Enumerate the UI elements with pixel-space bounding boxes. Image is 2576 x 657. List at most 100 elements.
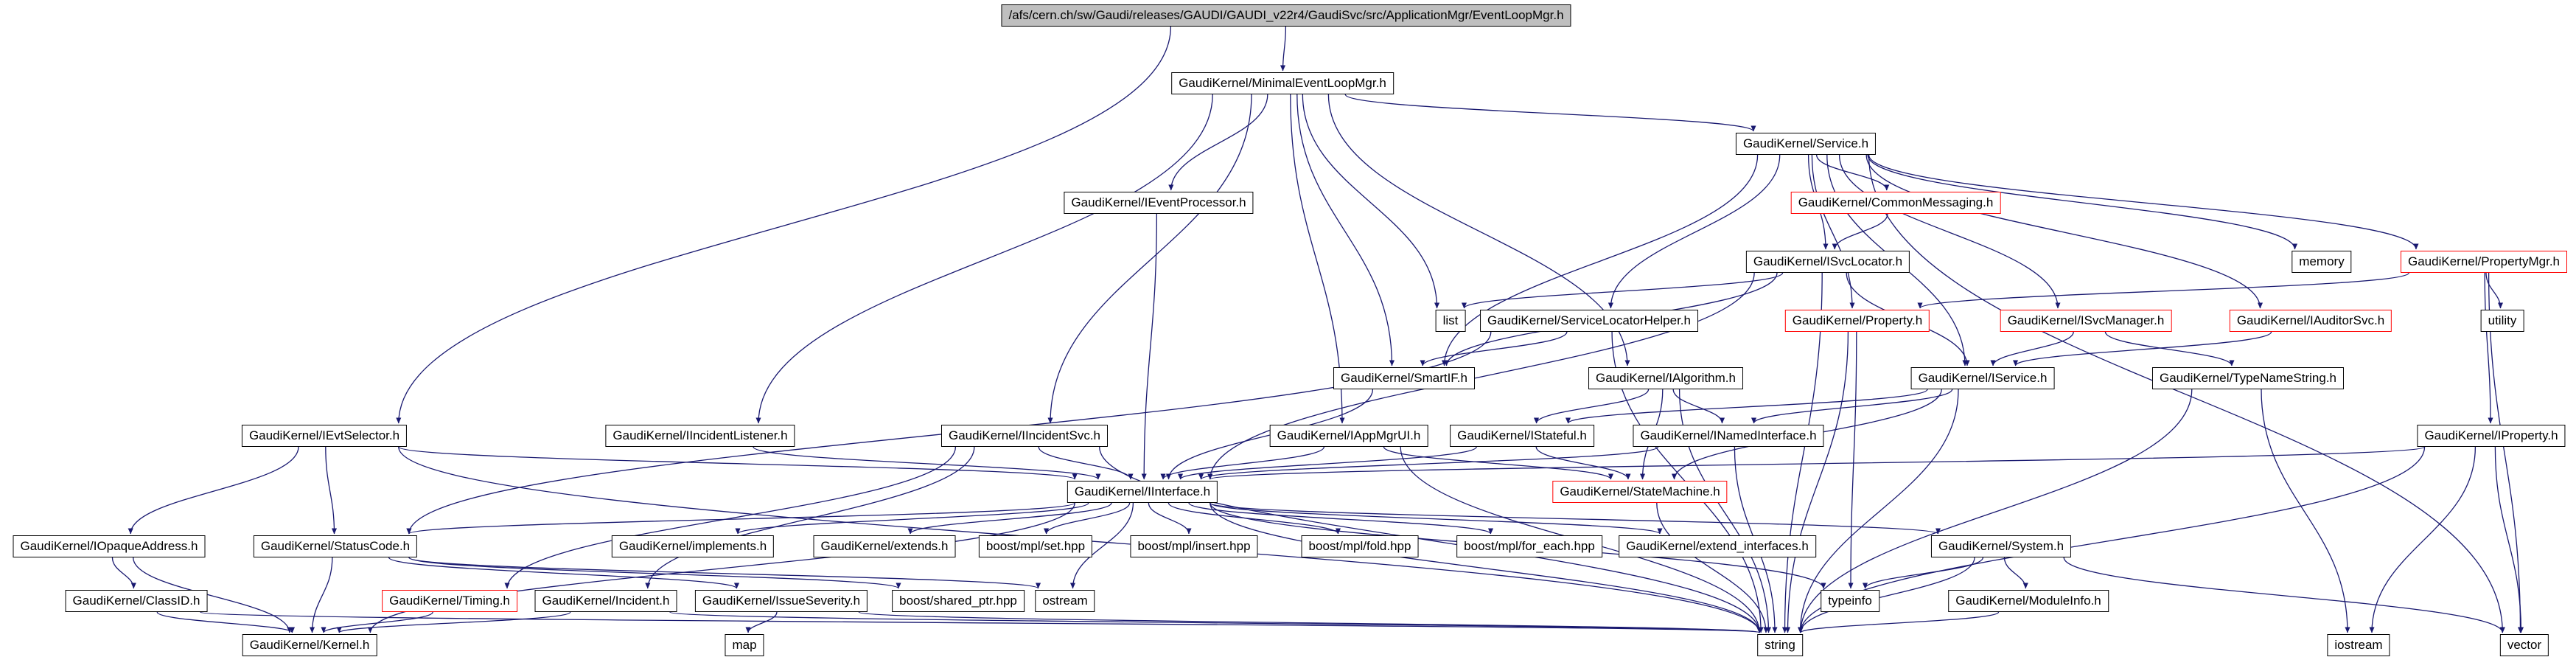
graph-edge xyxy=(1210,502,1762,633)
graph-edge xyxy=(645,446,975,589)
graph-node-service[interactable]: GaudiKernel/Service.h xyxy=(1735,133,1877,156)
graph-node-vector[interactable]: vector xyxy=(2499,634,2549,657)
graph-node-commonMessaging[interactable]: GaudiKernel/CommonMessaging.h xyxy=(1790,192,2001,215)
graph-node-propertyMgr[interactable]: GaudiKernel/PropertyMgr.h xyxy=(2401,251,2567,274)
graph-edge xyxy=(1167,502,1341,535)
graph-edge xyxy=(1210,502,1941,535)
graph-node-property[interactable]: GaudiKernel/Property.h xyxy=(1784,310,1930,333)
graph-node-serviceLocatorHelper[interactable]: GaudiKernel/ServiceLocatorHelper.h xyxy=(1480,310,1698,333)
graph-node-implements[interactable]: GaudiKernel/implements.h xyxy=(611,535,775,558)
graph-node-statusCode[interactable]: GaudiKernel/StatusCode.h xyxy=(253,535,418,558)
graph-edge xyxy=(408,557,901,589)
graph-edge xyxy=(1420,331,1568,366)
graph-node-extends[interactable]: GaudiKernel/extends.h xyxy=(813,535,956,558)
graph-node-smartIF[interactable]: GaudiKernel/SmartIF.h xyxy=(1333,367,1475,390)
graph-node-minimalEventLoopMgr[interactable]: GaudiKernel/MinimalEventLoopMgr.h xyxy=(1171,72,1394,95)
graph-edge xyxy=(858,611,1762,633)
graph-node-iProperty[interactable]: GaudiKernel/IProperty.h xyxy=(2417,425,2566,448)
graph-node-iInterface[interactable]: GaudiKernel/IInterface.h xyxy=(1067,481,1218,504)
graph-node-iNamedInterface[interactable]: GaudiKernel/INamedInterface.h xyxy=(1633,425,1824,448)
graph-node-mplForEach[interactable]: boost/mpl/for_each.hpp xyxy=(1456,535,1602,558)
graph-edge xyxy=(1811,154,1855,309)
graph-edge xyxy=(1672,389,1725,424)
graph-edge xyxy=(1797,389,1959,633)
graph-node-mplInsert[interactable]: boost/mpl/insert.hpp xyxy=(1130,535,1258,558)
graph-edge xyxy=(1917,272,2409,309)
graph-node-utility[interactable]: utility xyxy=(2480,310,2524,333)
graph-edge xyxy=(1047,94,1252,424)
graph-node-iStateful[interactable]: GaudiKernel/IStateful.h xyxy=(1450,425,1594,448)
graph-edge xyxy=(1141,213,1158,480)
graph-node-iEventProcessor[interactable]: GaudiKernel/IEventProcessor.h xyxy=(1064,192,1254,215)
graph-edge xyxy=(1751,389,1953,424)
graph-edge xyxy=(1533,389,1650,424)
graph-edge xyxy=(1862,557,1984,589)
graph-edge xyxy=(325,446,338,535)
graph-edge xyxy=(1566,389,1928,424)
graph-node-iIncidentSvc[interactable]: GaudiKernel/IIncidentSvc.h xyxy=(940,425,1109,448)
graph-edge xyxy=(1848,331,1857,589)
graph-node-sharedPtr[interactable]: boost/shared_ptr.hpp xyxy=(892,590,1025,613)
graph-edge xyxy=(669,611,1762,633)
graph-edge xyxy=(2261,389,2350,633)
graph-edge xyxy=(2369,446,2476,633)
graph-edge xyxy=(1798,611,2000,633)
graph-edge xyxy=(321,611,433,633)
graph-edge xyxy=(745,611,778,633)
graph-edge xyxy=(755,94,1213,424)
graph-node-iIncidentListener[interactable]: GaudiKernel/IIncidentListener.h xyxy=(605,425,795,448)
graph-node-incident[interactable]: GaudiKernel/Incident.h xyxy=(534,590,677,613)
graph-edge xyxy=(1383,446,1614,480)
graph-edge xyxy=(1207,446,2426,480)
graph-node-ostream[interactable]: ostream xyxy=(1035,590,1095,613)
graph-node-map[interactable]: map xyxy=(725,634,764,657)
graph-edge xyxy=(396,26,1172,424)
graph-node-kernel[interactable]: GaudiKernel/Kernel.h xyxy=(242,634,377,657)
graph-node-root: /afs/cern.ch/sw/Gaudi/releases/GAUDI/GAU… xyxy=(1001,4,1571,27)
graph-node-classID[interactable]: GaudiKernel/ClassID.h xyxy=(65,590,208,613)
graph-node-mplFold[interactable]: boost/mpl/fold.hpp xyxy=(1301,535,1419,558)
graph-node-extendInterfaces[interactable]: GaudiKernel/extend_interfaces.h xyxy=(1619,535,1816,558)
graph-node-typeNameString[interactable]: GaudiKernel/TypeNameString.h xyxy=(2151,367,2345,390)
graph-edge xyxy=(2104,331,2235,366)
graph-node-memory[interactable]: memory xyxy=(2291,251,2352,274)
graph-edge xyxy=(132,557,293,633)
graph-edge xyxy=(1798,446,2426,633)
graph-node-iEvtSelector[interactable]: GaudiKernel/IEvtSelector.h xyxy=(241,425,408,448)
graph-node-system[interactable]: GaudiKernel/System.h xyxy=(1930,535,2072,558)
graph-node-mplSet[interactable]: boost/mpl/set.hpp xyxy=(978,535,1093,558)
graph-node-timing[interactable]: GaudiKernel/Timing.h xyxy=(382,590,517,613)
graph-edge xyxy=(504,446,957,589)
graph-edge xyxy=(2003,557,2028,589)
graph-node-typeinfo[interactable]: typeinfo xyxy=(1821,590,1879,613)
graph-edge xyxy=(156,611,296,633)
graph-node-iAuditorSvc[interactable]: GaudiKernel/IAuditorSvc.h xyxy=(2229,310,2392,333)
graph-node-iAlgorithm[interactable]: GaudiKernel/IAlgorithm.h xyxy=(1588,367,1743,390)
graph-node-list[interactable]: list xyxy=(1435,310,1466,333)
graph-node-moduleInfo[interactable]: GaudiKernel/ModuleInfo.h xyxy=(1948,590,2109,613)
graph-node-iSvcLocator[interactable]: GaudiKernel/ISvcLocator.h xyxy=(1745,251,1910,274)
graph-edge xyxy=(1441,154,1759,366)
graph-node-iostream[interactable]: iostream xyxy=(2327,634,2390,657)
graph-edge xyxy=(406,502,1075,535)
graph-edge xyxy=(388,557,739,589)
graph-node-iOpaqueAddress[interactable]: GaudiKernel/IOpaqueAddress.h xyxy=(13,535,206,558)
graph-edge xyxy=(1784,331,1849,633)
graph-node-iAppMgrUI[interactable]: GaudiKernel/IAppMgrUI.h xyxy=(1269,425,1428,448)
graph-node-stateMachine[interactable]: GaudiKernel/StateMachine.h xyxy=(1552,481,1728,504)
graph-node-string[interactable]: string xyxy=(1757,634,1803,657)
graph-edge xyxy=(336,611,571,633)
graph-edge xyxy=(1198,446,1659,480)
graph-node-iSvcManager[interactable]: GaudiKernel/ISvcManager.h xyxy=(2000,310,2172,333)
graph-edge xyxy=(1867,154,2298,250)
graph-edge xyxy=(735,502,1089,535)
graph-edge xyxy=(753,446,1101,480)
graph-edge xyxy=(128,446,299,535)
graph-edge xyxy=(2494,446,2524,633)
graph-edge xyxy=(1832,213,1888,250)
graph-edge xyxy=(398,446,1078,480)
graph-node-iService[interactable]: GaudiKernel/IService.h xyxy=(1910,367,2055,390)
graph-node-issueSeverity[interactable]: GaudiKernel/IssueSeverity.h xyxy=(694,590,868,613)
graph-edge xyxy=(1781,272,1823,633)
